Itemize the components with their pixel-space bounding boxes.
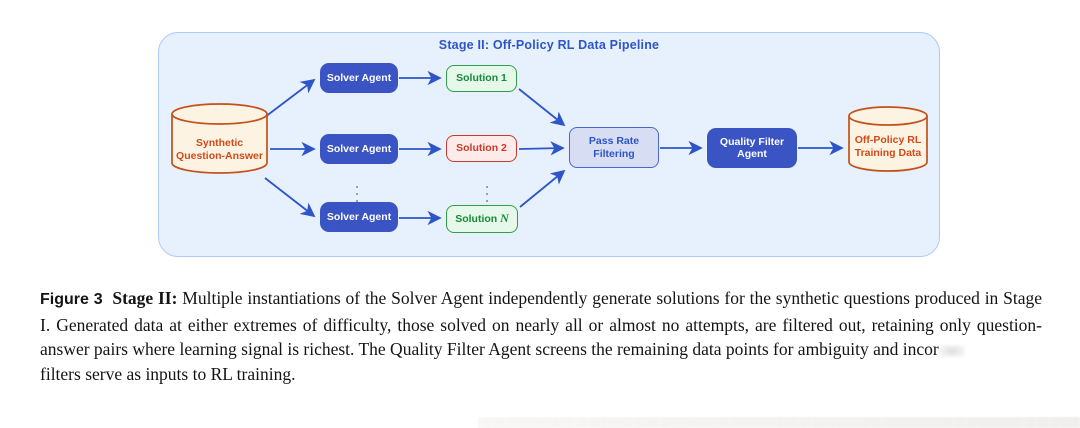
solver-agent-2: Solver Agent (320, 134, 398, 164)
figure-caption: Figure 3 Stage II: Multiple instantiatio… (40, 286, 1042, 386)
off-policy-rl-label: Off-Policy RL Training Data (854, 134, 922, 160)
solver-agent-3: Solver Agent (320, 202, 398, 232)
ellipsis-solver-column: ... (355, 176, 359, 206)
pipeline-title: Stage II: Off-Policy RL Data Pipeline (438, 38, 660, 52)
pass-rate-filtering: Pass Rate Filtering (569, 127, 659, 168)
solution-n-variable: N (500, 211, 509, 226)
caption-last-line: filters serve as inputs to RL training. (40, 363, 296, 384)
solution-n: Solution N (446, 205, 518, 233)
figure-number: Figure 3 (40, 291, 103, 308)
solution-2: Solution 2 (446, 135, 517, 162)
database-cylinder-icon (848, 106, 928, 172)
pipeline-panel (158, 32, 940, 257)
off-policy-rl-datastore: Off-Policy RL Training Data (848, 106, 928, 173)
quality-filter-agent: Quality Filter Agent (707, 128, 797, 168)
faint-erased-strip (478, 417, 1080, 428)
database-cylinder-icon (171, 103, 268, 174)
ellipsis-solution-column: ... (485, 176, 489, 206)
solver-agent-1: Solver Agent (320, 63, 398, 93)
solution-n-prefix: Solution (455, 212, 498, 225)
solution-1: Solution 1 (446, 65, 517, 92)
caption-heading: Stage II: (112, 288, 178, 308)
redacted-smudge (938, 344, 965, 357)
synthetic-qa-datastore: Synthetic Question-Answer (171, 103, 268, 175)
synthetic-qa-label: Synthetic Question-Answer (176, 137, 263, 163)
caption-body: Multiple instantiations of the Solver Ag… (40, 288, 1043, 359)
